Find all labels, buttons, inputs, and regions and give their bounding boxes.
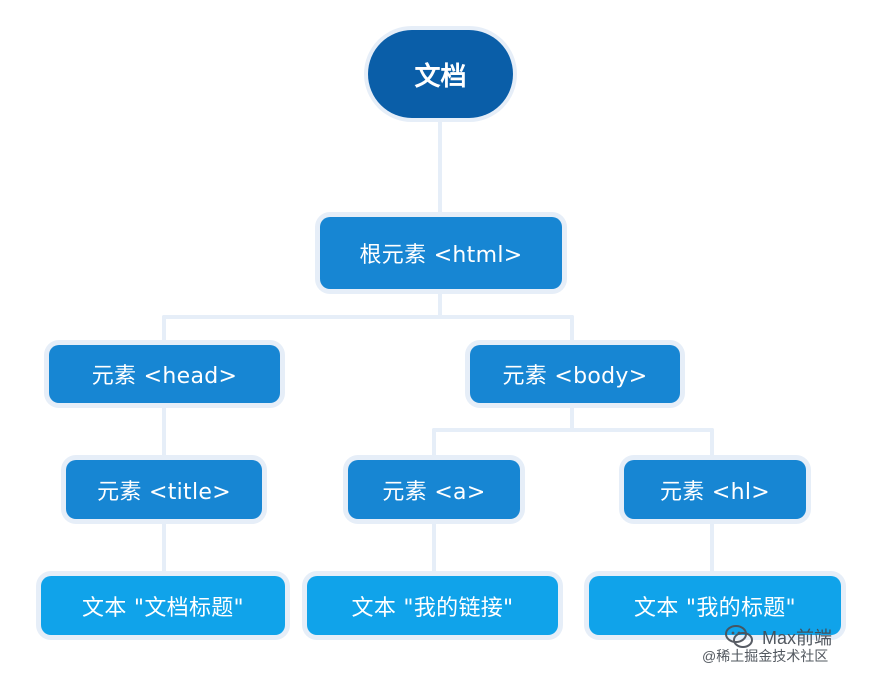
wechat-icon (724, 624, 754, 650)
h1-node: 元素 <hl> (624, 460, 806, 519)
connector-to-body (570, 315, 574, 348)
document-node-label: 文档 (414, 61, 467, 92)
text-heading-node: 文本 "我的标题" (589, 576, 841, 635)
text-link-node: 文本 "我的链接" (307, 576, 558, 635)
connector-head-title (162, 402, 166, 462)
connector-a-text (432, 518, 436, 578)
connector-to-a (432, 428, 436, 462)
html-node-label: 根元素 <html> (359, 243, 523, 268)
html-node: 根元素 <html> (320, 217, 562, 289)
connector-to-head (162, 315, 166, 348)
connector-to-h1 (710, 428, 714, 462)
watermark-line-1: Max前端 (762, 628, 833, 648)
connector-body-stem (570, 402, 574, 431)
body-node-label: 元素 <body> (502, 364, 648, 389)
body-node: 元素 <body> (470, 345, 680, 403)
head-node: 元素 <head> (49, 345, 280, 403)
document-node: 文档 (368, 30, 513, 118)
text-title-node: 文本 "文档标题" (41, 576, 285, 635)
text-title-node-label: 文本 "文档标题" (82, 595, 244, 621)
connector-root-html (438, 110, 442, 217)
title-node-label: 元素 <title> (97, 479, 231, 505)
connector-body-branch (432, 428, 714, 432)
connector-h1-text (710, 518, 714, 578)
a-node: 元素 <a> (348, 460, 520, 519)
watermark: Max前端 (724, 624, 832, 650)
connector-title-text (162, 518, 166, 578)
watermark-line-2: @稀土掘金技术社区 (702, 648, 829, 664)
connector-html-branch (162, 315, 574, 319)
h1-node-label: 元素 <hl> (659, 479, 771, 505)
connector-html-stem (438, 288, 442, 318)
text-heading-node-label: 文本 "我的标题" (634, 595, 796, 621)
a-node-label: 元素 <a> (382, 479, 486, 505)
head-node-label: 元素 <head> (91, 364, 238, 389)
title-node: 元素 <title> (66, 460, 262, 519)
watermark-caption: @稀土掘金技术社区 (702, 646, 828, 666)
text-link-node-label: 文本 "我的链接" (351, 595, 514, 621)
